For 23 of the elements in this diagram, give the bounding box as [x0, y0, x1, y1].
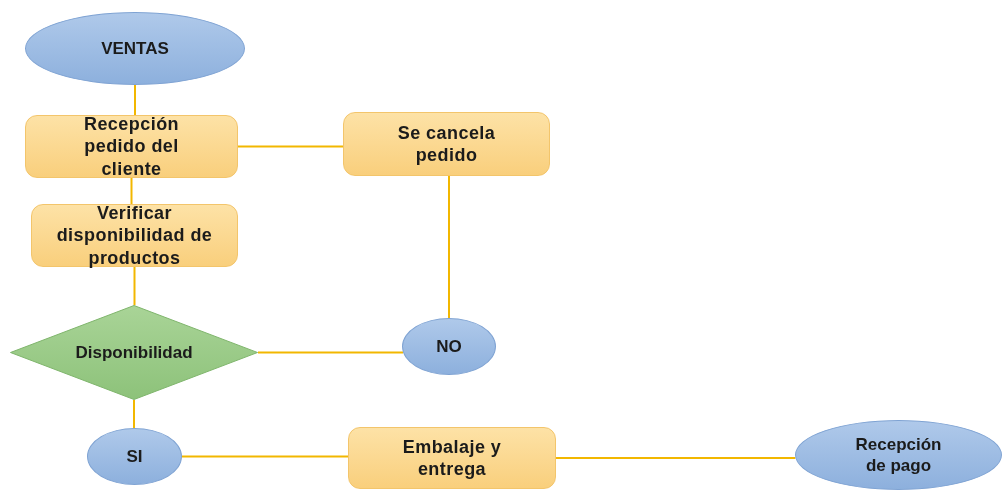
node-label: NO: [436, 335, 462, 358]
node-label: Recepción pedido del cliente: [82, 112, 181, 181]
node-label: Se cancela pedido: [396, 121, 497, 167]
node-label: Disponibilidad: [75, 341, 193, 364]
node-label: VENTAS: [101, 37, 169, 60]
connector-line: [134, 84, 136, 116]
connector-line: [133, 399, 135, 429]
process-box: [25, 115, 238, 178]
process-box: [31, 204, 238, 267]
connector-line: [257, 351, 405, 354]
connector-line: [181, 455, 349, 458]
connector-line: [237, 145, 344, 148]
decision-diamond: [10, 305, 258, 400]
connector-line: [133, 266, 136, 307]
node-label: Embalaje y entrega: [401, 435, 503, 481]
process-box: [343, 112, 550, 176]
node-label: Verificar disponibilidad de productos: [55, 201, 214, 270]
node-label: SI: [126, 445, 143, 468]
connector-line: [448, 175, 450, 319]
node-label: Recepción de pago: [854, 433, 943, 477]
connector-line: [130, 177, 133, 205]
process-box: [348, 427, 556, 489]
connector-line: [555, 457, 797, 459]
